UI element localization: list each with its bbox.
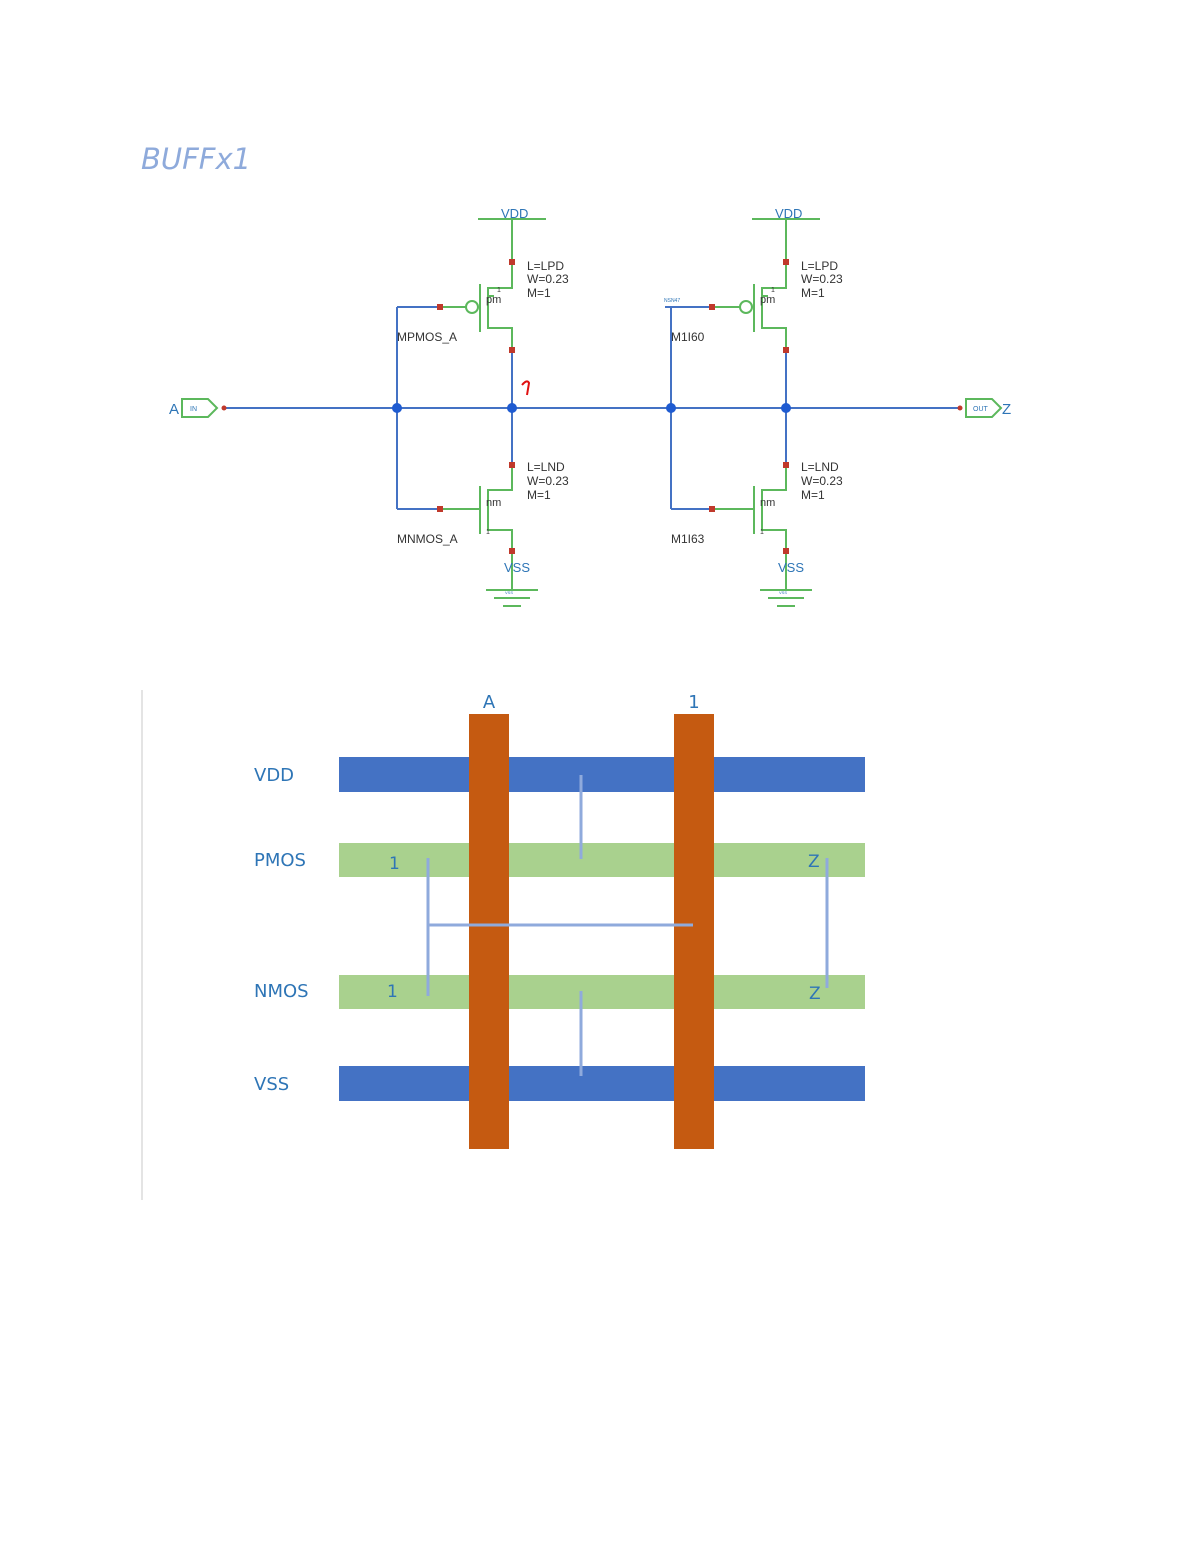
output-pin-name: Z [1002,401,1011,418]
pmos-2-param-m: M=1 [801,286,825,300]
stage1-devices [440,218,546,607]
pmos-1-bubble [465,300,479,314]
nmos-1-type: nm [486,497,501,509]
nmos-2-pin-number: 1 [760,529,764,536]
row-label-vss: VSS [254,1074,289,1095]
vss-label-1: VSS [504,560,530,575]
pmos-1-body [487,266,513,352]
nmos-1-param-m: M=1 [527,488,551,502]
layout-connections [426,775,829,1076]
pmos-2-param-w: W=0.23 [801,272,843,286]
nmos-net-1: 1 [387,982,398,1002]
poly-column-1 [674,714,714,1149]
schematic-wires [222,306,960,510]
pmos-2-bubble [739,300,753,314]
output-pin-shape [965,398,1003,418]
diffusion-pmos [339,843,865,877]
rail-vss [339,1066,865,1101]
pin-square [509,548,515,554]
pmos-2-name: M1I60 [671,330,705,344]
nmos-2-name: M1I63 [671,532,705,546]
internal-net-annotation [521,380,531,396]
poly-column-a [469,714,509,1149]
row-label-vdd: VDD [254,765,294,786]
junction-dot [392,403,402,413]
junction-dot [781,403,791,413]
diagram-title: BUFFx1 [141,142,252,176]
pmos-1-name: MPMOS_A [397,330,457,344]
pin-dot [957,405,963,411]
pin-square [509,462,515,468]
pmos-1-type: pm [486,294,501,306]
gnd-symbol-text-2: VSS [779,590,787,595]
pmos-2-pin-number: 1 [771,287,775,294]
pin-square [783,462,789,468]
input-pin-shape [181,398,219,418]
nmos-1-param-l: L=LND [527,460,565,474]
stick-layout: A 1 VDD PMOS NMOS VSS 1 Z 1 Z [141,690,865,1200]
stage1-labels: VDD VSS VSS L=LPD W=0.23 M=1 1 pm MPMOS_… [397,206,569,595]
pin-markers [221,259,963,554]
gnd-symbol-text-1: VSS [505,590,513,595]
nmos-1-body [487,466,513,552]
nmos-1-param-w: W=0.23 [527,474,569,488]
gate-net-label: NSN47 [664,298,680,304]
junctions [392,403,791,413]
junction-dot [507,403,517,413]
nmos-1-name: MNMOS_A [397,532,458,546]
pmos-1-param-m: M=1 [527,286,551,300]
pin-square [783,259,789,265]
row-label-pmos: PMOS [254,850,306,871]
pmos-net-1: 1 [389,854,400,874]
pmos-1-pin-number: 1 [497,287,501,294]
nmos-net-z: Z [809,984,821,1004]
pmos-2-body [761,266,787,352]
rail-vdd [339,757,865,792]
vdd-label-1: VDD [501,206,528,221]
pmos-2-param-l: L=LPD [801,259,838,273]
row-label-nmos: NMOS [254,981,309,1002]
diffusion-nmos [339,975,865,1009]
output-pin-tag: OUT [973,406,989,413]
pin-square [437,506,443,512]
input-pin-tag: IN [190,406,197,413]
nmos-2-type: nm [760,497,775,509]
junction-dot [666,403,676,413]
stage2-labels: VDD VSS VSS NSN47 L=LPD W=0.23 M=1 1 pm … [664,206,843,595]
stage2-devices [712,218,820,607]
pin-square [437,304,443,310]
pin-square [709,304,715,310]
pmos-net-z: Z [808,852,820,872]
pin-square [783,548,789,554]
pin-square [509,347,515,353]
pin-square [783,347,789,353]
nmos-1-pin-number: 1 [486,529,490,536]
pmos-1-param-w: W=0.23 [527,272,569,286]
schematic: IN A OUT Z VDD VSS VSS L=LPD W=0.23 M=1 … [169,206,1011,607]
nmos-2-param-m: M=1 [801,488,825,502]
pmos-2-type: pm [760,294,775,306]
pin-square [709,506,715,512]
pin-square [509,259,515,265]
vss-label-2: VSS [778,560,804,575]
nmos-2-param-l: L=LND [801,460,839,474]
input-pin-name: A [169,401,179,418]
vdd-label-2: VDD [775,206,802,221]
pin-dot [221,405,227,411]
nmos-2-param-w: W=0.23 [801,474,843,488]
nmos-2-body [761,466,787,552]
input-pin: IN A [169,398,219,418]
column-label-1: 1 [688,692,699,713]
pmos-1-param-l: L=LPD [527,259,564,273]
output-pin: OUT Z [965,398,1011,418]
column-label-a: A [483,692,496,713]
